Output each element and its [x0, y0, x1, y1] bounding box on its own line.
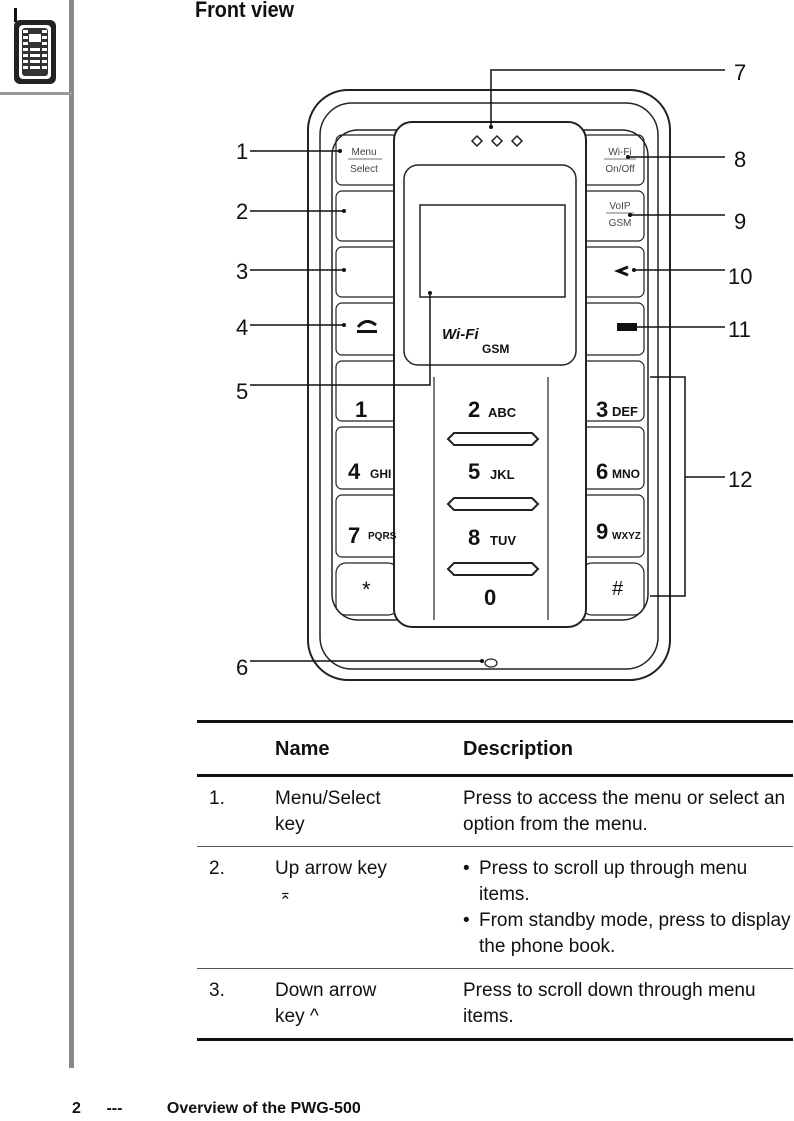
key-hash-digit: # — [612, 578, 624, 600]
row-name-line: key — [275, 814, 305, 835]
key-9-letters: WXYZ — [612, 531, 641, 542]
column-header-description: Description — [463, 738, 574, 760]
end-icon — [617, 323, 637, 331]
menu-key-bottom: Select — [350, 164, 378, 175]
row-name-line: Down arrow — [275, 980, 377, 1001]
phone-body-inner — [319, 102, 659, 670]
key-5-letters: JKL — [490, 467, 515, 482]
row-description: Press to access the menu or select an op… — [463, 788, 786, 835]
description-bullet: From standby mode, press to display the … — [463, 908, 793, 960]
row-name: Menu/Select key — [275, 776, 463, 847]
display-screen — [419, 204, 566, 298]
key-9-digit: 9 — [596, 519, 608, 544]
key-star-digit: * — [362, 577, 371, 602]
key-description-table: Name Description 1. Menu/Select key Pres… — [197, 720, 793, 1041]
callout-9: 9 — [734, 209, 746, 234]
clear-icon — [613, 265, 629, 277]
page-footer: 2 --- Overview of the PWG-500 — [72, 1100, 361, 1118]
row-description: Press to scroll down through menu items. — [463, 980, 756, 1027]
row-name-line: Menu/Select — [275, 788, 381, 809]
indicator-lights — [470, 134, 524, 148]
table-header-row: Name Description — [197, 721, 793, 776]
center-keypad — [433, 377, 549, 620]
callout-4: 4 — [236, 315, 248, 340]
key-5-digit: 5 — [468, 459, 480, 484]
phone-front-diagram: Wi-Fi GSM Menu Select Wi-Fi On/Off VoIP … — [220, 55, 794, 685]
key-1-digit: 1 — [355, 397, 367, 422]
callout-7: 7 — [734, 60, 746, 85]
microphone-icon — [484, 658, 498, 668]
key-6-digit: 6 — [596, 459, 608, 484]
key-3-letters: DEF — [612, 404, 638, 419]
key-4-letters: GHI — [370, 467, 391, 481]
sidebar-divider — [0, 92, 72, 95]
key-6-letters: MNO — [612, 467, 640, 481]
row-name-line: Up arrow key — [275, 858, 387, 879]
footer-separator: --- — [106, 1100, 123, 1117]
callout-10: 10 — [728, 264, 752, 289]
key-8-letters: TUV — [490, 533, 516, 548]
key-3-digit: 3 — [596, 397, 608, 422]
callout-3: 3 — [236, 259, 248, 284]
page-heading: Front view — [195, 0, 295, 22]
row-number: 1. — [209, 788, 225, 809]
row-name-line: key ^ — [275, 1006, 319, 1027]
callout-5: 5 — [236, 379, 248, 404]
voip-key-top: VoIP — [609, 201, 630, 212]
key-0-digit: 0 — [484, 585, 496, 610]
page-number: 2 — [72, 1100, 81, 1117]
callout-1: 1 — [236, 139, 248, 164]
callout-6: 6 — [236, 655, 248, 680]
menu-key-top: Menu — [351, 147, 376, 158]
callout-8: 8 — [734, 147, 746, 172]
wifi-key-top: Wi-Fi — [608, 147, 631, 158]
table-row: 1. Menu/Select key Press to access the m… — [197, 776, 793, 847]
up-arrow-icon: ⌅ — [279, 886, 292, 903]
column-header-name: Name — [275, 738, 330, 760]
center-key-separators — [446, 432, 540, 576]
callout-11: 11 — [728, 317, 751, 342]
logo-wifi: Wi-Fi — [442, 326, 479, 343]
row-name: Down arrow key ^ — [275, 969, 463, 1040]
key-7-letters: PQRS — [368, 531, 397, 542]
callout-lines — [250, 69, 725, 662]
row-description: Press to scroll up through menu items. F… — [463, 847, 793, 969]
call-icon — [356, 320, 377, 328]
row-number: 2. — [209, 858, 225, 879]
callout-12: 12 — [728, 467, 752, 492]
row-name: Up arrow key ⌅ — [275, 847, 463, 969]
description-bullet: Press to scroll up through menu items. — [463, 856, 793, 908]
logo-gsm: GSM — [482, 342, 509, 356]
wifi-key-bottom: On/Off — [605, 164, 634, 175]
key-2-digit: 2 — [468, 397, 480, 422]
callout-markers — [338, 125, 636, 663]
table-row: 2. Up arrow key ⌅ Press to scroll up thr… — [197, 847, 793, 969]
table-row: 3. Down arrow key ^ Press to scroll down… — [197, 969, 793, 1040]
key-8-digit: 8 — [468, 525, 480, 550]
phone-thumbnail-icon — [14, 8, 56, 84]
key-7-digit: 7 — [348, 523, 360, 548]
key-4-digit: 4 — [348, 459, 361, 484]
key-2-letters: ABC — [488, 405, 517, 420]
callout-2: 2 — [236, 199, 248, 224]
voip-key-bottom: GSM — [609, 218, 632, 229]
sidebar-rule — [69, 0, 74, 1068]
footer-title: Overview of the PWG-500 — [166, 1100, 361, 1117]
row-number: 3. — [209, 980, 225, 1001]
